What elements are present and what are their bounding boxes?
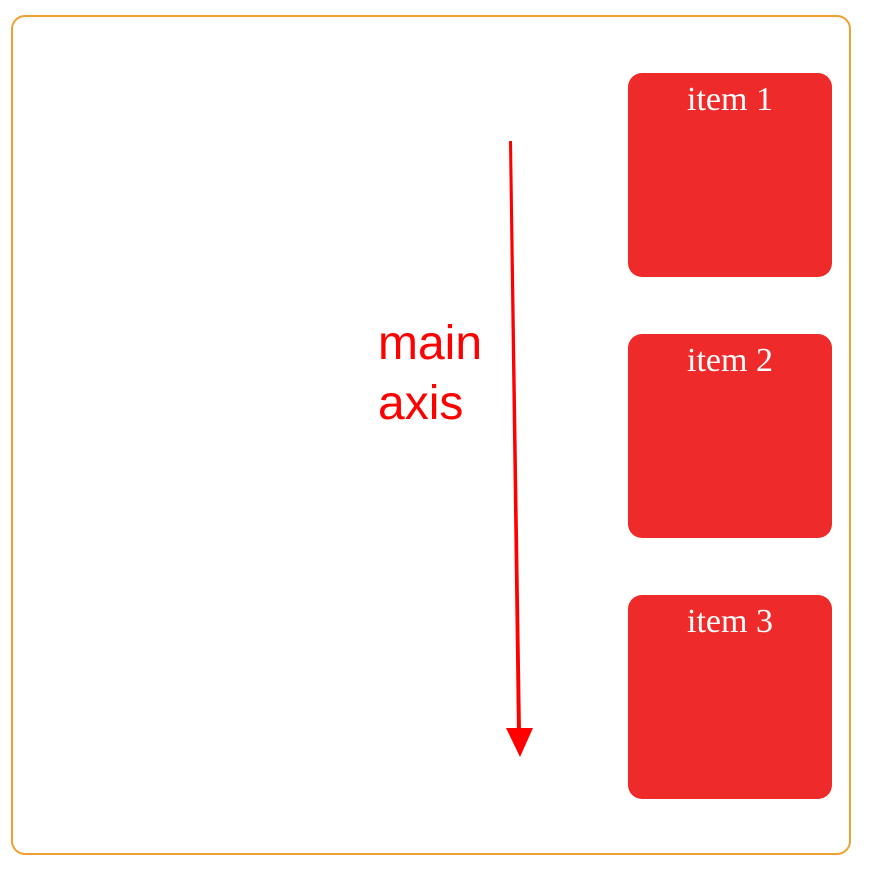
- flex-item-1: item 1: [628, 73, 832, 277]
- main-axis-label: main axis: [378, 317, 483, 430]
- flex-item-2: item 2: [628, 334, 832, 538]
- flex-item-3: item 3: [628, 595, 832, 799]
